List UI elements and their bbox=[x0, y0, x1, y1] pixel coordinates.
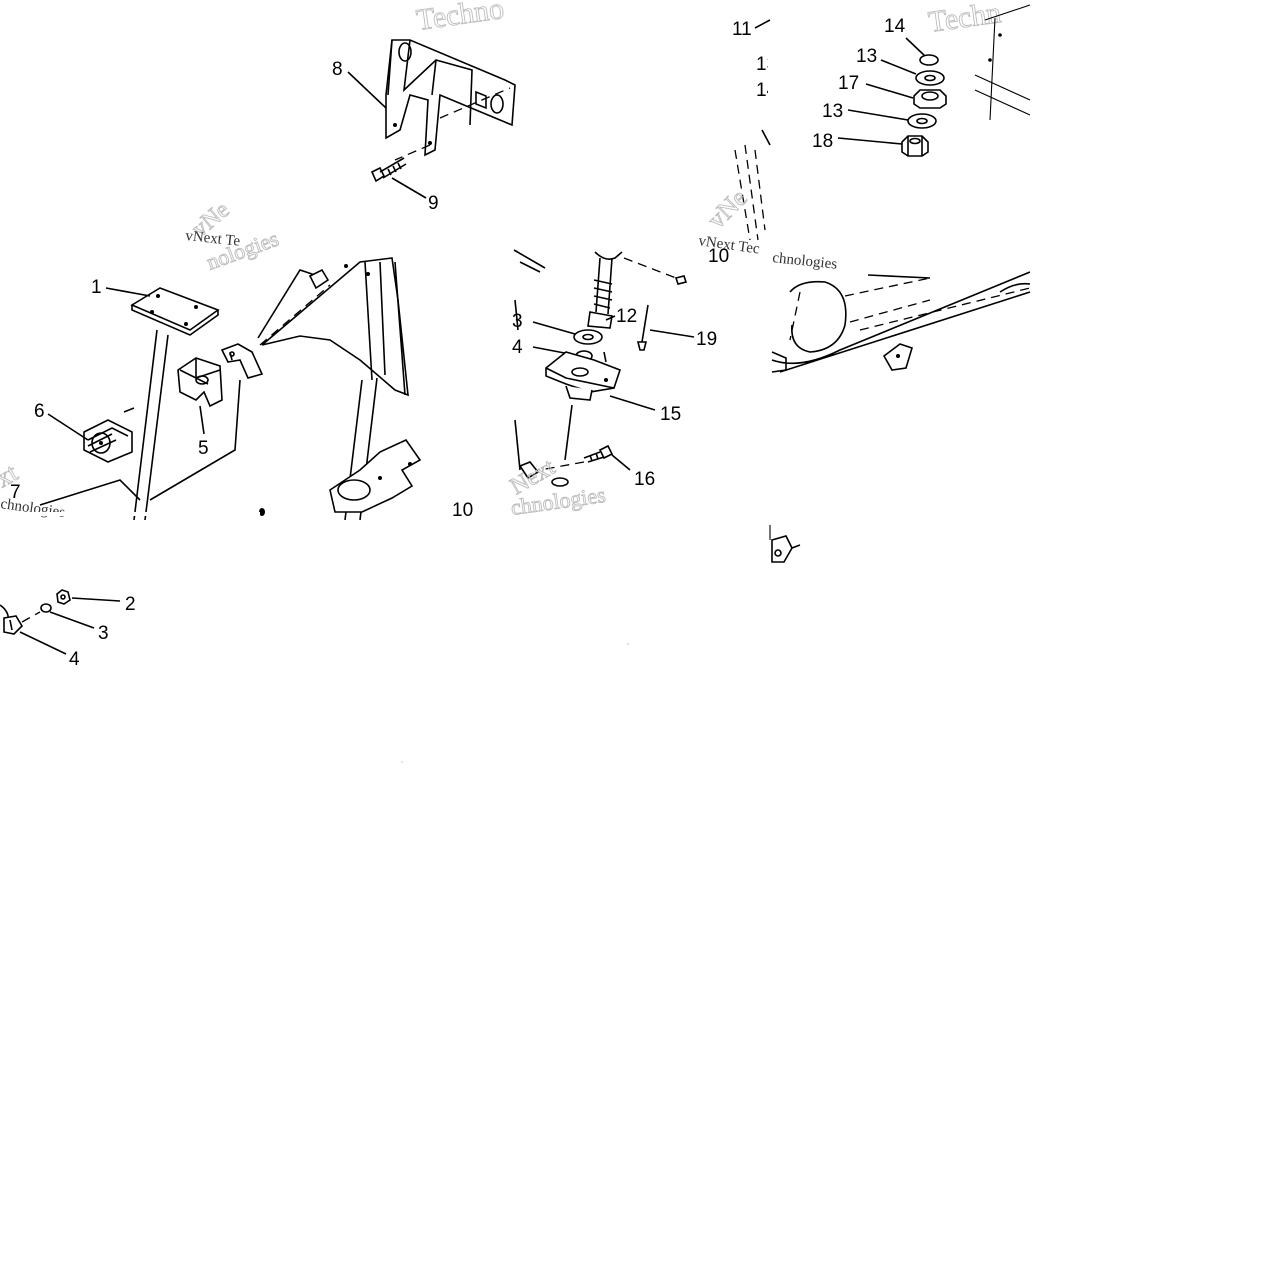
bracket-part-8 bbox=[385, 39, 516, 161]
callout-16: 16 bbox=[634, 469, 655, 490]
callout-4-spindle: 4 bbox=[512, 337, 523, 358]
nut-2 bbox=[56, 589, 71, 605]
watermark-small: vNext Te bbox=[185, 228, 242, 250]
callout-18: 18 bbox=[812, 131, 833, 152]
callout-5: 5 bbox=[198, 438, 209, 459]
watermark: Techn bbox=[926, 0, 1003, 39]
callout-12: 12 bbox=[616, 306, 637, 327]
callout-17: 17 bbox=[838, 73, 859, 94]
bolt-part-16 bbox=[583, 444, 614, 463]
tile-spindle: 10 vNext Tec 3 4 12 19 15 bbox=[506, 233, 770, 520]
pivot-block-15 bbox=[545, 351, 622, 401]
callout-15: 15 bbox=[660, 404, 681, 425]
leader-9 bbox=[391, 177, 427, 199]
callout-4-lower: 4 bbox=[69, 649, 80, 670]
callout-2: 2 bbox=[125, 594, 136, 615]
clamp-part-5 bbox=[177, 357, 223, 408]
bolt-part-9 bbox=[370, 157, 407, 183]
grip-part-6 bbox=[83, 419, 133, 463]
leader-8 bbox=[347, 71, 387, 109]
ski-outline bbox=[771, 271, 1031, 373]
watermark-small: vNext Tec bbox=[697, 233, 761, 257]
washer-3-lower bbox=[40, 603, 52, 613]
o-ring-14 bbox=[919, 54, 939, 66]
callout-13-b: 13 bbox=[822, 101, 843, 122]
callout-10-upper: 10 bbox=[708, 246, 729, 267]
callout-3-lower: 3 bbox=[98, 623, 109, 644]
washer-13-lower bbox=[907, 113, 937, 129]
callout-14: 14 bbox=[884, 16, 906, 37]
washer-3 bbox=[573, 329, 603, 345]
watermark-small: chnologies bbox=[772, 250, 838, 273]
tile-ski: chnologies bbox=[769, 250, 1031, 563]
steering-post-part-10 bbox=[259, 257, 422, 521]
callout-1: 1 bbox=[91, 277, 102, 298]
callout-6: 6 bbox=[34, 401, 45, 422]
callout-9: 9 bbox=[428, 193, 439, 214]
tile-nut-stack: Techn 14 13 17 13 18 bbox=[812, 0, 1031, 157]
callout-11: 11 bbox=[732, 19, 752, 40]
callout-13-a: 13 bbox=[856, 46, 877, 67]
washer-13-top bbox=[915, 70, 945, 86]
callout-10-lower: 10 bbox=[452, 500, 473, 521]
watermark: Techno bbox=[414, 0, 506, 37]
watermark: vNe bbox=[702, 183, 753, 234]
tile-steering-post: vNe vNext Te nologies 1 5 bbox=[0, 197, 473, 521]
callout-8: 8 bbox=[332, 59, 343, 80]
tile-upper-middle: 11 13 14 vNe bbox=[701, 19, 780, 241]
callout-7: 7 bbox=[10, 482, 21, 503]
tile-hardware-lower-left: 2 3 4 bbox=[0, 589, 136, 670]
callout-19: 19 bbox=[696, 329, 717, 350]
plate-part-1 bbox=[130, 287, 220, 521]
tile-bracket: Techno 8 9 bbox=[332, 0, 516, 214]
